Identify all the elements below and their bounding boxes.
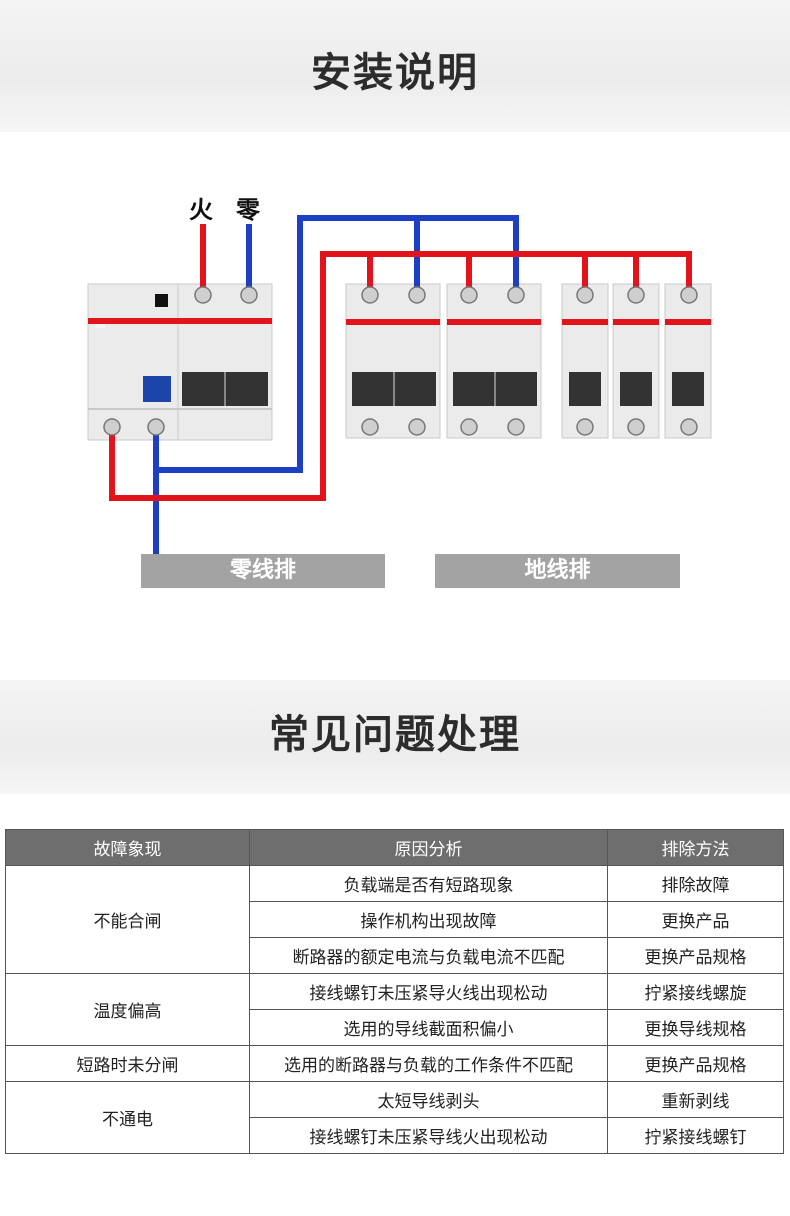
brand-mark: ABB <box>95 324 106 330</box>
cause-cell: 接线螺钉未压紧导火线出现松动 <box>249 973 608 1010</box>
terminal-screws <box>103 286 698 436</box>
symptom-cell: 不通电 <box>5 1081 250 1154</box>
fix-cell: 更换产品规格 <box>607 1045 784 1082</box>
live-label: 火 <box>189 196 213 224</box>
table-row: 选用的导线截面积偏小 更换导线规格 <box>6 1009 784 1046</box>
wiring-svg: ABB <box>87 215 712 572</box>
wiring-diagram: 火 零 ABB <box>0 132 790 680</box>
fix-cell: 重新剥线 <box>607 1081 784 1118</box>
table-row: 不通电 太短导线剥头 重新剥线 <box>5 1081 784 1154</box>
fix-cell: 更换产品规格 <box>607 937 784 974</box>
symptom-cell: 短路时未分闸 <box>5 1045 250 1082</box>
fix-cell: 更换导线规格 <box>607 1009 784 1046</box>
ground-busbar: 地线排 <box>435 554 680 588</box>
indicator-square <box>155 294 168 307</box>
install-title: 安装说明 <box>311 50 479 96</box>
neutral-label: 零 <box>236 196 260 224</box>
table-row: 断路器的额定电流与负载电流不匹配 更换产品规格 <box>6 937 784 974</box>
table-row: 短路时未分闸 选用的断路器与负载的工作条件不匹配 更换产品规格 <box>5 1045 784 1082</box>
header-symptom: 故障象现 <box>5 829 250 866</box>
table-row: 温度偏高 接线螺钉未压紧导火线出现松动 拧紧接线螺旋 <box>5 973 784 1046</box>
test-button <box>143 376 171 402</box>
header-cause: 原因分析 <box>249 829 608 866</box>
breaker-1p-b <box>612 283 660 439</box>
cause-cell: 操作机构出现故障 <box>249 901 608 938</box>
header-fix: 排除方法 <box>607 829 784 866</box>
cause-cell: 太短导线剥头 <box>249 1081 608 1118</box>
table-row: 操作机构出现故障 更换产品 <box>6 901 784 938</box>
cause-cell: 接线螺钉未压紧导线火出现松动 <box>249 1117 608 1154</box>
cause-cell: 断路器的额定电流与负载电流不匹配 <box>249 937 608 974</box>
breaker-1p-c <box>664 283 712 439</box>
main-rcbo: ABB <box>87 283 273 441</box>
cause-cell: 负载端是否有短路现象 <box>249 865 608 902</box>
cause-cell: 选用的断路器与负载的工作条件不匹配 <box>249 1045 608 1082</box>
table-header-row: 故障象现 原因分析 排除方法 <box>5 829 784 866</box>
table-row: 不能合闸 负载端是否有短路现象 排除故障 <box>5 865 784 974</box>
fix-cell: 拧紧接线螺旋 <box>607 973 784 1010</box>
troubleshooting-table: 故障象现 原因分析 排除方法 不能合闸 负载端是否有短路现象 排除故障 操作机构… <box>5 829 784 1154</box>
fix-cell: 排除故障 <box>607 865 784 902</box>
breaker-1p-a <box>561 283 609 439</box>
neutral-busbar: 零线排 <box>141 554 385 588</box>
fix-cell: 更换产品 <box>607 901 784 938</box>
symptom-cell: 温度偏高 <box>5 973 250 1046</box>
symptom-cell: 不能合闸 <box>5 865 250 974</box>
breaker-2p-b <box>446 283 542 439</box>
cause-cell: 选用的导线截面积偏小 <box>249 1009 608 1046</box>
faq-title: 常见问题处理 <box>269 712 521 758</box>
install-title-band: 安装说明 <box>0 0 790 132</box>
table-row: 接线螺钉未压紧导线火出现松动 拧紧接线螺钉 <box>6 1117 784 1154</box>
fix-cell: 拧紧接线螺钉 <box>607 1117 784 1154</box>
breaker-2p-a <box>345 283 441 439</box>
faq-title-band: 常见问题处理 <box>0 680 790 794</box>
